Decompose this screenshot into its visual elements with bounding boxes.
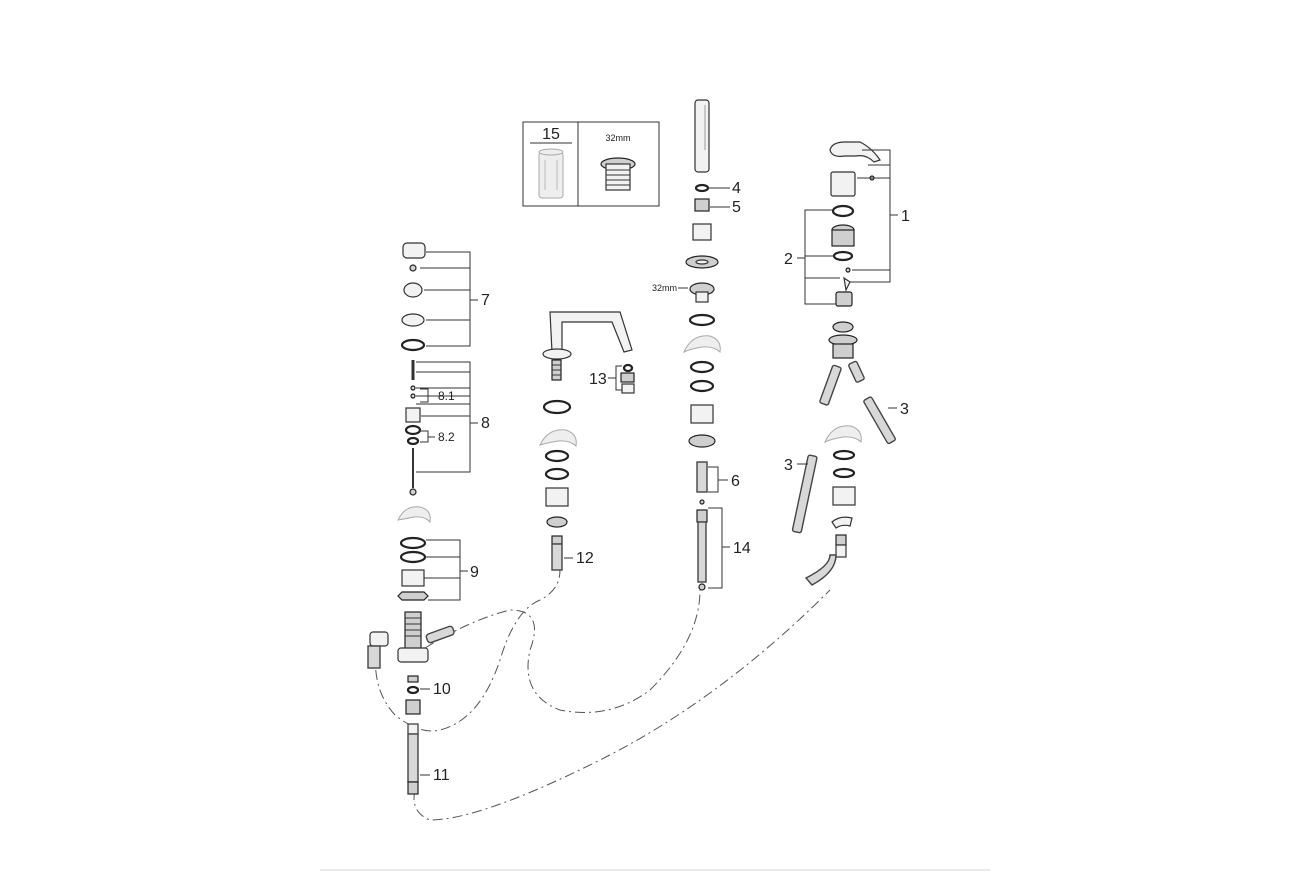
escutcheon-placeholder-icon <box>397 506 431 524</box>
knob-cap-icon <box>402 242 426 259</box>
diverter-body-icon <box>367 611 455 669</box>
label-5: 5 <box>732 199 741 216</box>
label-1: 1 <box>901 208 910 225</box>
inset-box-15: 15 32mm <box>522 121 660 207</box>
label-8: 8 <box>481 415 490 432</box>
diverter-assembly <box>367 242 455 795</box>
inset-size-label: 32mm <box>605 133 630 143</box>
label-6: 6 <box>731 473 740 490</box>
label-7: 7 <box>481 292 490 309</box>
bracket-9 <box>424 539 468 601</box>
label-8-1: 8.1 <box>438 389 455 403</box>
label-9: 9 <box>470 564 479 581</box>
bracket-1 <box>850 149 898 283</box>
bracket-2 <box>797 209 840 305</box>
bracket-8 <box>416 361 478 473</box>
threaded-flange-icon <box>600 157 636 191</box>
label-2: 2 <box>784 251 793 268</box>
hand-shower-icon <box>694 99 710 173</box>
spout-assembly <box>539 311 635 571</box>
label-14: 14 <box>733 540 751 557</box>
spout-icon <box>542 311 633 360</box>
label-10: 10 <box>433 681 451 698</box>
mixer-assembly <box>791 141 896 586</box>
lever-handle-icon <box>829 141 881 163</box>
hose-routing-lines <box>374 569 831 821</box>
label-11: 11 <box>433 767 450 784</box>
inset-item-number: 15 <box>542 126 560 143</box>
label-3a: 3 <box>900 401 909 418</box>
label-3b: 3 <box>784 457 793 474</box>
label-8-2: 8.2 <box>438 430 455 444</box>
hand-shower-assembly <box>682 99 721 591</box>
label-4: 4 <box>732 180 741 197</box>
bracket-7 <box>420 251 478 347</box>
label-13: 13 <box>589 371 607 388</box>
label-size-32mm: 32mm <box>652 283 677 293</box>
label-12: 12 <box>576 550 594 567</box>
cartridge-sleeve-icon <box>538 148 564 199</box>
